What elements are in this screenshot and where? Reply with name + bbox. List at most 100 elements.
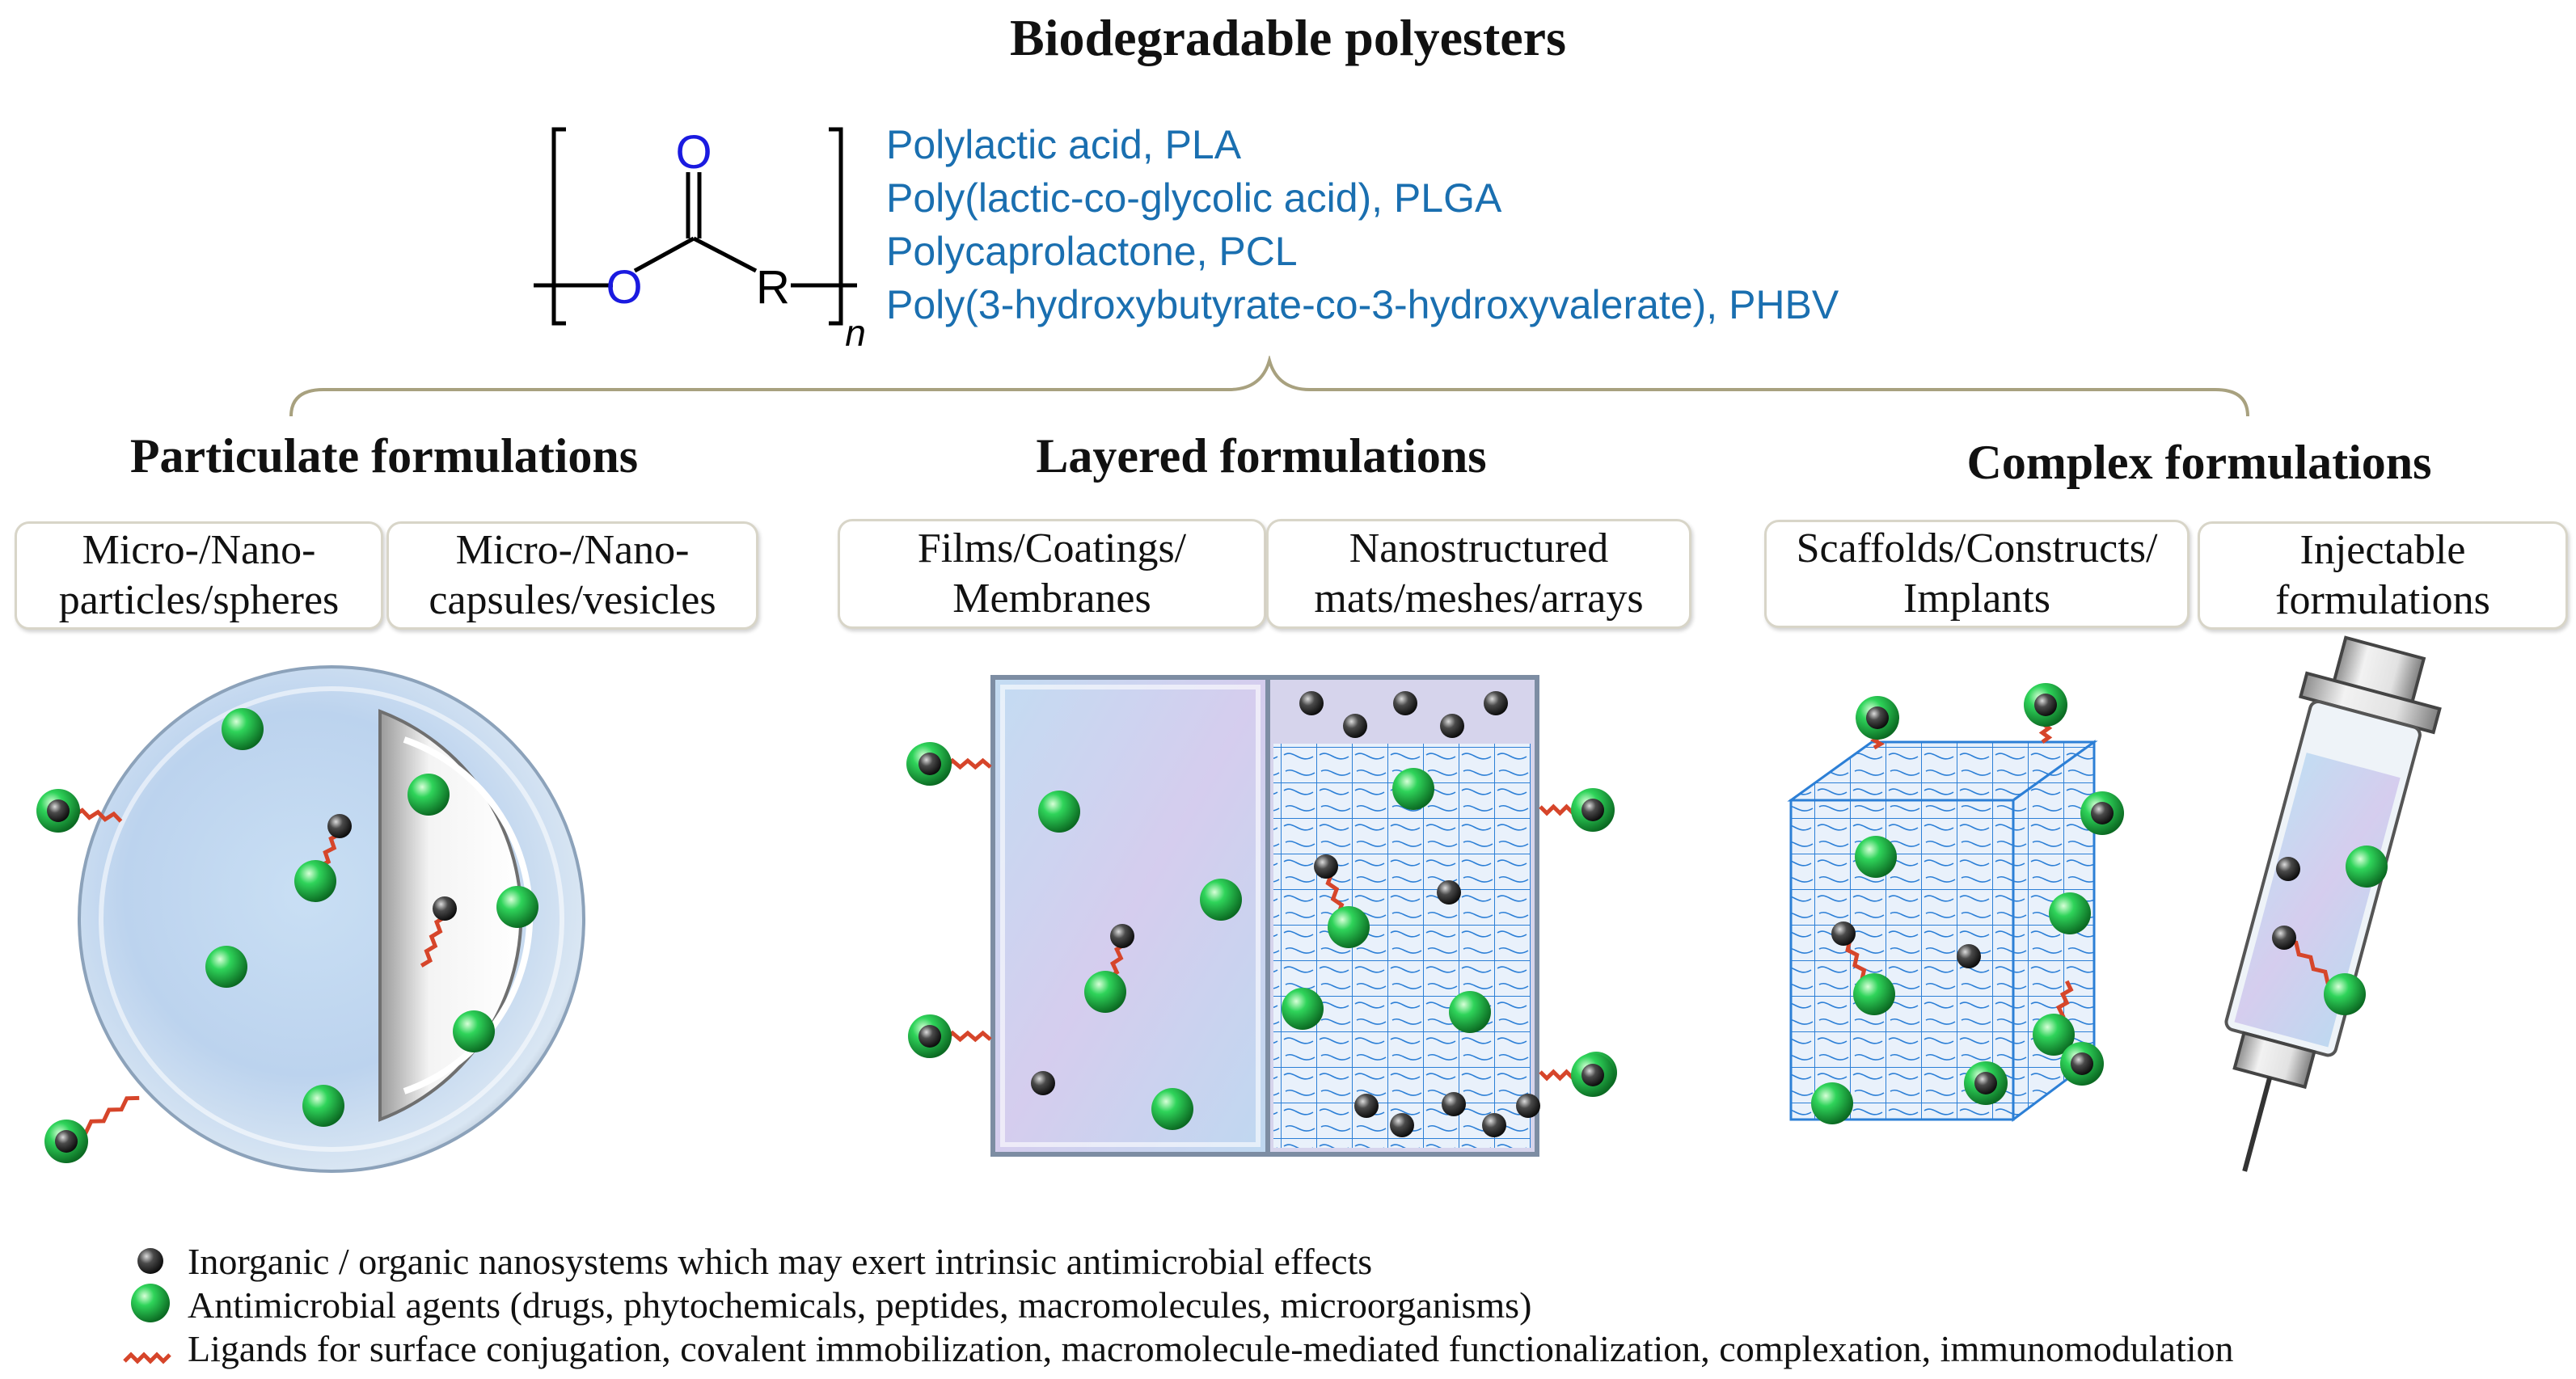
antimicrobial-agent-sphere — [294, 860, 336, 902]
box-films: Films/Coatings/ Membranes — [838, 519, 1266, 629]
mesh-illustration — [1265, 675, 1539, 1157]
left-bracket — [551, 127, 566, 326]
polyester-structure: O O R n — [534, 126, 866, 354]
nanosystem-particle — [327, 814, 352, 838]
antimicrobial-agent-sphere — [1038, 791, 1080, 833]
box-line: formulations — [2275, 577, 2490, 623]
nanosystem-particle — [1437, 880, 1461, 905]
antimicrobial-agent-sphere — [2324, 973, 2366, 1015]
antimicrobial-agent-sphere — [2033, 1014, 2075, 1056]
nanosystem-particle — [1440, 714, 1464, 738]
antimicrobial-agent-sphere — [222, 708, 264, 750]
red-zigzag-icon — [123, 1352, 171, 1364]
syringe-illustration — [2224, 635, 2442, 1172]
nanosystem-particle — [1482, 1113, 1506, 1137]
box-nanostructured: Nanostructured mats/meshes/arrays — [1266, 519, 1691, 629]
polymer-plga: Poly(lactic-co-glycolic acid), PLGA — [886, 175, 1502, 221]
nanosystem-particle — [1393, 691, 1417, 715]
antimicrobial-agent-sphere — [1853, 973, 1895, 1015]
antimicrobial-agent-sphere — [302, 1085, 344, 1127]
antimicrobial-agent-sphere — [1151, 1088, 1193, 1130]
antimicrobial-agent-sphere — [496, 886, 538, 928]
nanosystem-particle — [1974, 1072, 1997, 1094]
section-title-complex: Complex formulations — [1966, 436, 2432, 489]
nanosystem-particle — [1581, 1064, 1604, 1086]
antimicrobial-agent-sphere — [1855, 836, 1897, 878]
particle-markers — [36, 683, 2388, 1163]
box-line: Scaffolds/Constructs/ — [1796, 525, 2158, 571]
polymer-phbv: Poly(3-hydroxybutyrate-co-3-hydroxyvaler… — [886, 282, 1839, 327]
legend-text-ligands: Ligands for surface conjugation, covalen… — [188, 1328, 2234, 1369]
nanosystem-particle — [1314, 854, 1338, 879]
antimicrobial-agent-sphere — [1084, 971, 1126, 1013]
antimicrobial-agent-sphere — [1449, 991, 1491, 1033]
box-line: Implants — [1903, 576, 2050, 622]
nanosystem-particle — [2071, 1052, 2093, 1075]
carbonyl-oxygen: O — [675, 126, 712, 179]
nanosystem-particle — [47, 799, 70, 822]
nanosystem-particle — [1831, 921, 1856, 946]
nanosystem-particle — [2272, 926, 2296, 950]
legend-text-agents: Antimicrobial agents (drugs, phytochemic… — [188, 1284, 1532, 1326]
nanosystem-particle — [1866, 706, 1889, 729]
antimicrobial-agent-sphere — [2049, 892, 2091, 934]
nanosystem-particle — [1581, 799, 1604, 821]
nanosystem-particle — [1299, 691, 1324, 715]
box-scaffolds: Scaffolds/Constructs/ Implants — [1764, 520, 2190, 628]
nanosystem-particle — [1110, 924, 1134, 948]
box-line: Micro-/Nano- — [82, 527, 316, 573]
box-line: Nanostructured — [1349, 525, 1609, 571]
nanosystem-particle — [1343, 714, 1367, 738]
figure-title: Biodegradable polyesters — [1010, 9, 1566, 66]
polymer-pcl: Polycaprolactone, PCL — [886, 229, 1298, 274]
box-line: Membranes — [952, 576, 1151, 622]
legend-text-nanosystems: Inorganic / organic nanosystems which ma… — [188, 1241, 1373, 1282]
nanosystem-particle — [55, 1130, 78, 1153]
box-line: particles/spheres — [58, 577, 340, 623]
box-microcapsules: Micro-/Nano- capsules/vesicles — [386, 521, 758, 630]
nanosystem-particle — [1484, 691, 1508, 715]
antimicrobial-agent-sphere — [453, 1010, 495, 1052]
repeat-subscript: n — [845, 312, 866, 354]
polymer-pla: Polylactic acid, PLA — [886, 122, 1242, 167]
antimicrobial-agent-sphere — [205, 946, 247, 988]
nanosystem-particle — [1516, 1094, 1540, 1118]
antimicrobial-agent-sphere — [1392, 768, 1434, 810]
box-line: Micro-/Nano- — [455, 527, 690, 573]
ester-oxygen: O — [606, 261, 642, 314]
antimicrobial-agent-sphere — [1282, 988, 1324, 1030]
scaffold-cube-illustration — [1787, 740, 2098, 1122]
nanosystem-particle — [1354, 1094, 1379, 1118]
black-nanoparticle-icon — [137, 1248, 163, 1274]
nanosystem-particle — [918, 753, 941, 775]
green-sphere-icon — [131, 1284, 170, 1322]
legend-icons — [123, 1248, 171, 1364]
nanosystem-particle — [918, 1025, 941, 1048]
nanosystem-particle — [2276, 857, 2300, 881]
grouping-brace — [289, 356, 2249, 417]
antimicrobial-agent-sphere — [1200, 879, 1242, 921]
box-line: mats/meshes/arrays — [1314, 576, 1644, 622]
section-title-layered: Layered formulations — [1036, 429, 1487, 483]
box-line: Films/Coatings/ — [917, 525, 1187, 571]
nanosystem-particle — [1390, 1113, 1414, 1137]
box-line: capsules/vesicles — [429, 577, 716, 623]
antimicrobial-agent-sphere — [1811, 1082, 1853, 1124]
nanosystem-particle — [433, 896, 457, 921]
nanosystem-particle — [1031, 1071, 1055, 1095]
box-injectable: Injectable formulations — [2198, 521, 2568, 630]
nanosystem-particle — [2091, 802, 2114, 824]
box-microparticles: Micro-/Nano- particles/spheres — [15, 521, 383, 630]
nanosystem-particle — [1442, 1092, 1466, 1116]
antimicrobial-agent-sphere — [2346, 846, 2388, 888]
r-group: R — [756, 261, 790, 314]
antimicrobial-agent-sphere — [408, 774, 450, 816]
nanosystem-particle — [1957, 944, 1981, 968]
nanosystem-particle — [2034, 694, 2057, 716]
box-line: Injectable — [2299, 527, 2466, 573]
antimicrobial-agent-sphere — [1328, 906, 1370, 948]
section-title-particulate: Particulate formulations — [129, 429, 639, 483]
right-bracket — [829, 127, 843, 326]
